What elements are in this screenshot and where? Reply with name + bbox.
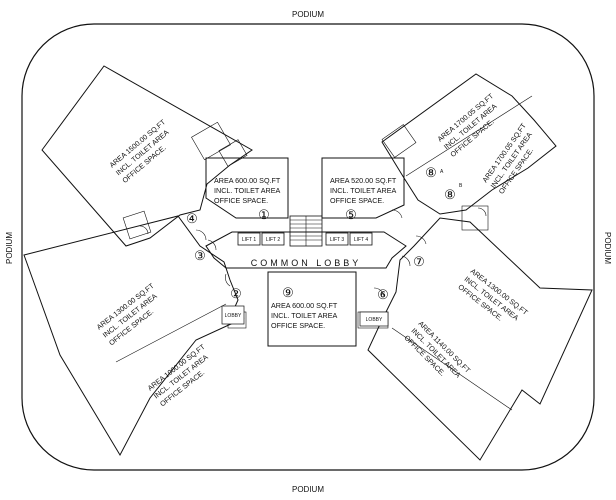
unit-3: AREA 1300.00 SQ.FT INCL. TOILET AREA OFF…	[95, 281, 159, 348]
unit-5-toilet: INCL. TOILET AREA	[330, 186, 397, 195]
unit-9-toilet: INCL. TOILET AREA	[271, 311, 338, 320]
unit-9-number: ⑨	[282, 285, 294, 300]
unit-5-use: OFFICE SPACE.	[330, 196, 384, 205]
unit-6: AREA 1140.00 SQ.FT INCL. TOILET AREA OFF…	[402, 319, 472, 379]
unit-9-use: OFFICE SPACE.	[271, 321, 325, 330]
unit-7: AREA 1300.00 SQ.FT INCL. TOILET AREA OFF…	[456, 266, 530, 322]
podium-label-top: PODIUM	[292, 10, 324, 19]
unit-3-number: ③	[194, 248, 206, 263]
unit-5-area: AREA 520.00 SQ.FT	[330, 176, 397, 185]
lift-2-label: LIFT 2	[266, 237, 281, 243]
unit-4: AREA 1500.00 SQ.FT INCL. TOILET AREA OFF…	[108, 117, 171, 185]
unit-4-number: ④	[186, 211, 198, 226]
lobby-label-left: LOBBY	[225, 313, 242, 319]
podium-label-left: PODIUM	[5, 232, 14, 264]
unit-2: AREA 1000.00 SQ.FT INCL. TOILET AREA OFF…	[146, 342, 210, 409]
unit-8a-suite-letter: A	[440, 169, 444, 175]
unit-6-number: ⑥	[377, 287, 389, 302]
unit-8b: AREA 1700.05 SQ.FT INCL. TOILET AREA OFF…	[480, 121, 535, 196]
door-swings	[139, 207, 487, 297]
unit-8b-suite-letter: B	[459, 183, 463, 189]
unit-1-area: AREA 600.00 SQ.FT	[214, 176, 281, 185]
lobby-label-right: LOBBY	[366, 317, 383, 323]
unit-1-use: OFFICE SPACE.	[214, 196, 268, 205]
unit-9-area: AREA 600.00 SQ.FT	[271, 301, 338, 310]
podium-label-right: PODIUM	[603, 232, 612, 264]
lift-bank: LIFT 1 LIFT 2 LIFT 3 LIFT 4	[237, 232, 373, 246]
unit-7-number: ⑦	[413, 254, 425, 269]
unit-9: ⑨ AREA 600.00 SQ.FT INCL. TOILET AREA OF…	[271, 285, 338, 330]
unit-1-toilet: INCL. TOILET AREA	[214, 186, 281, 195]
unit-8a: AREA 1700.05 SQ.FT INCL. TOILET AREA OFF…	[436, 91, 499, 159]
stair-core	[289, 215, 323, 247]
podium-boundary	[21, 23, 595, 471]
lift-3-label: LIFT 3	[330, 237, 345, 243]
unit-1-number: ①	[258, 207, 270, 222]
podium-label-bottom: PODIUM	[292, 485, 324, 494]
unit-8a-number: ⑧	[425, 165, 437, 180]
toilet-blocks	[122, 121, 489, 329]
unit-2-number: ②	[230, 286, 242, 301]
unit-5-number: ⑤	[345, 207, 357, 222]
unit-5: AREA 520.00 SQ.FT INCL. TOILET AREA OFFI…	[330, 176, 397, 222]
lift-4-label: LIFT 4	[354, 237, 369, 243]
unit-8b-number: ⑧	[444, 187, 456, 202]
common-lobby-label: COMMON LOBBY	[251, 258, 362, 268]
unit-1: AREA 600.00 SQ.FT INCL. TOILET AREA OFFI…	[214, 176, 281, 222]
lift-1-label: LIFT 1	[242, 237, 257, 243]
